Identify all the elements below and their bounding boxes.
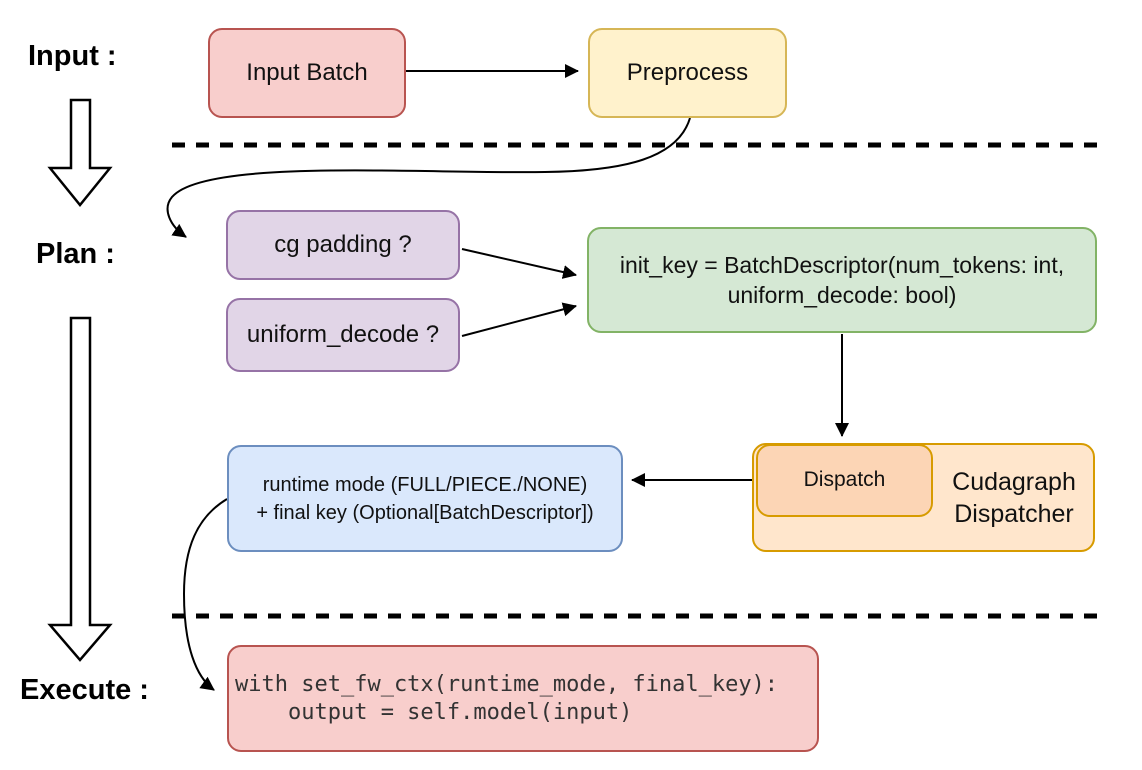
node-input-batch-label: Input Batch <box>246 59 368 86</box>
node-cg-padding: cg padding ? <box>226 210 460 280</box>
node-runtime-mode: runtime mode (FULL/PIECE./NONE) + final … <box>227 445 623 552</box>
node-preprocess-label: Preprocess <box>626 59 749 86</box>
stage-arrow-input-to-plan <box>47 98 113 207</box>
stage-label-input: Input : <box>28 40 117 72</box>
cudagraph-line2: Dispatcher <box>954 499 1074 528</box>
node-init-key-line1: init_key = BatchDescriptor(num_tokens: i… <box>619 252 1065 278</box>
node-uniform-decode-label: uniform_decode ? <box>246 321 440 348</box>
node-runtime-mode-line2: + final key (Optional[BatchDescriptor]) <box>256 501 594 524</box>
node-preprocess: Preprocess <box>588 28 787 118</box>
execute-code-line1: with set_fw_ctx(runtime_mode, final_key)… <box>235 671 779 697</box>
node-init-key-line2: uniform_decode: bool) <box>727 282 957 308</box>
node-cudagraph-dispatcher-label: Cudagraph Dispatcher <box>933 443 1095 552</box>
execute-code-line2: output = self.model(input) <box>235 699 633 725</box>
node-runtime-mode-line1: runtime mode (FULL/PIECE./NONE) <box>262 473 588 496</box>
node-uniform-decode: uniform_decode ? <box>226 298 460 372</box>
cudagraph-line1: Cudagraph <box>952 467 1076 496</box>
arrow-cgpadding-to-initkey <box>461 248 577 279</box>
node-input-batch: Input Batch <box>208 28 406 118</box>
node-execute-code: with set_fw_ctx(runtime_mode, final_key)… <box>227 645 819 752</box>
stage-label-plan: Plan : <box>36 238 115 270</box>
arrow-uniformdecode-to-initkey <box>461 302 577 337</box>
node-dispatch: Dispatch <box>756 444 933 517</box>
stage-label-execute: Execute : <box>20 674 149 706</box>
stage-arrow-plan-to-execute <box>47 316 113 662</box>
arrow-preprocess-to-cgpadding <box>166 117 691 238</box>
node-dispatch-label: Dispatch <box>803 468 886 492</box>
node-init-key: init_key = BatchDescriptor(num_tokens: i… <box>587 227 1097 333</box>
node-cg-padding-label: cg padding ? <box>274 231 412 258</box>
arrow-runtimemode-to-execute <box>182 498 228 691</box>
